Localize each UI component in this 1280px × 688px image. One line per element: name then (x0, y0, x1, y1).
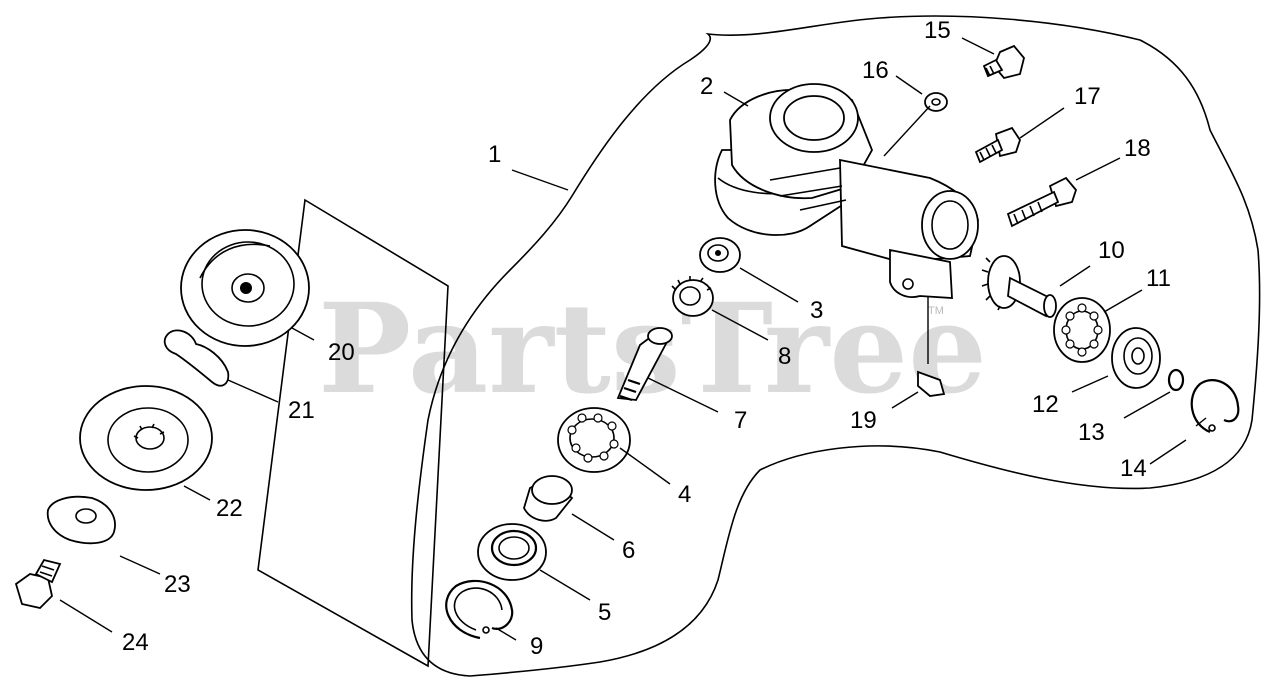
callout-18: 18 (1124, 135, 1151, 162)
callout-12: 12 (1032, 391, 1059, 418)
part-14-snap-ring (1190, 379, 1240, 434)
callout-4: 4 (678, 481, 691, 508)
callout-14: 14 (1120, 455, 1147, 482)
part-4-bearing (557, 407, 631, 473)
part-11-bearing (1053, 297, 1111, 363)
part-17-screw (974, 126, 1021, 164)
callout-17: 17 (1074, 83, 1101, 110)
part-19-clip (917, 370, 946, 397)
housing-outline (410, 15, 1261, 677)
callout-6: 6 (622, 537, 635, 564)
part-9-snap-ring (445, 579, 514, 640)
callout-15: 15 (924, 17, 951, 44)
callout-9: 9 (530, 633, 543, 660)
part-5-bearing (477, 523, 547, 581)
part-20-holder (180, 229, 310, 347)
part-18-screw (1006, 176, 1078, 228)
callout-10: 10 (1098, 237, 1125, 264)
part-16-washer (924, 92, 948, 112)
callout-21: 21 (288, 397, 315, 424)
callout-7: 7 (734, 407, 747, 434)
part-24-bolt (14, 558, 62, 609)
callout-5: 5 (598, 599, 611, 626)
part-22-washer (79, 385, 213, 491)
part-3-bearing (699, 237, 741, 273)
callout-1: 1 (488, 141, 501, 168)
callout-16: 16 (862, 57, 889, 84)
part-12-bearing (1111, 327, 1161, 389)
callout-23: 23 (164, 571, 191, 598)
callouts: 1 2 3 4 5 6 7 8 9 10 11 12 13 14 15 16 1… (122, 17, 1171, 660)
part-8-gear (671, 276, 714, 317)
gear-case (714, 83, 979, 299)
callout-22: 22 (216, 495, 243, 522)
part-6-spacer (523, 475, 574, 522)
part-21-clip (163, 329, 230, 387)
callout-13: 13 (1078, 419, 1105, 446)
part-15-bolt (982, 44, 1025, 80)
callout-3: 3 (810, 297, 823, 324)
part-13-ring (1167, 368, 1185, 392)
blade-kit-box (257, 198, 449, 668)
part-7-shaft (616, 327, 673, 402)
watermark-tm: TM (928, 305, 944, 317)
callout-2: 2 (700, 73, 713, 100)
part-10-gear (981, 255, 1057, 318)
part-23-cup-washer (46, 495, 116, 545)
callout-11: 11 (1146, 265, 1171, 292)
callout-8: 8 (778, 343, 791, 370)
callout-24: 24 (122, 629, 149, 656)
callout-20: 20 (328, 339, 355, 366)
leader-lines (59, 37, 1207, 641)
callout-19: 19 (850, 407, 877, 434)
